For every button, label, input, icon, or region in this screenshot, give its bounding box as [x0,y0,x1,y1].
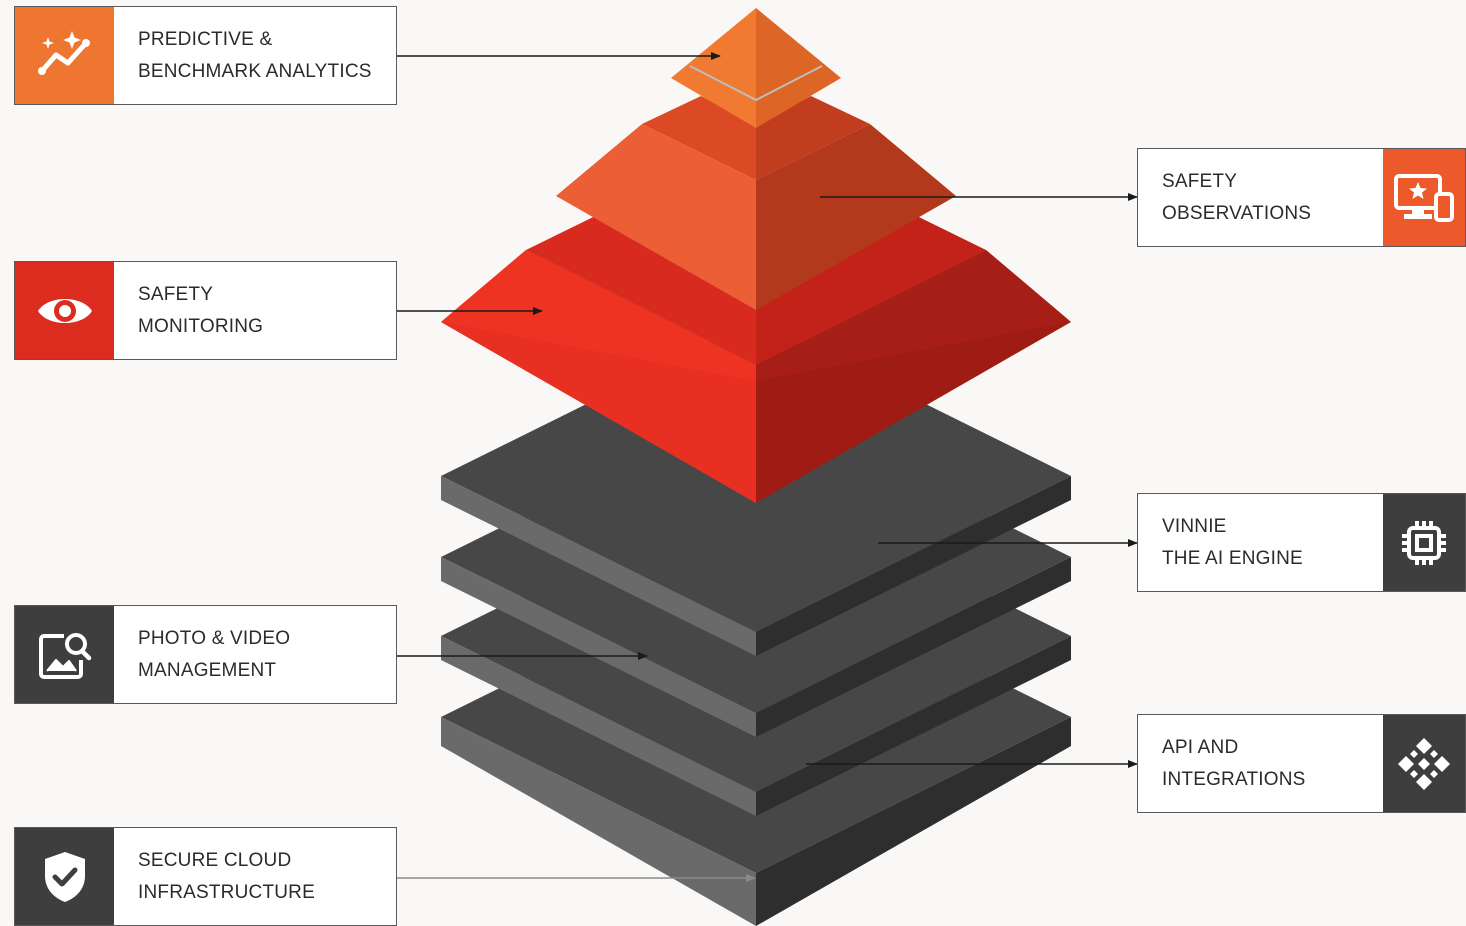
card-label-line1: SAFETY [138,283,214,305]
card-label-line2: MANAGEMENT [138,659,277,681]
chip-icon [1402,520,1446,565]
card-predictive-analytics: PREDICTIVE & BENCHMARK ANALYTICS [14,6,397,105]
card-icon-box [1383,149,1465,246]
eye-icon [37,298,92,323]
card-vinnie-ai-engine: VINNIE THE AI ENGINE [1137,493,1466,592]
card-label: SECURE CLOUD INFRASTRUCTURE [114,828,315,925]
card-label-line1: SAFETY [1162,170,1238,192]
card-label-line2: MONITORING [138,315,264,337]
card-label: API AND INTEGRATIONS [1138,715,1383,812]
card-label: PHOTO & VIDEO MANAGEMENT [114,606,290,703]
card-icon-box [15,606,114,703]
tier-predictive-analytics [671,8,841,128]
card-label: SAFETY OBSERVATIONS [1138,149,1383,246]
image-search-icon [38,632,91,679]
card-api-integrations: API AND INTEGRATIONS [1137,714,1466,813]
card-icon-box [15,7,114,104]
card-icon-box [1383,494,1465,591]
card-photo-video: PHOTO & VIDEO MANAGEMENT [14,605,397,704]
connector-arrows [397,52,1138,882]
card-label: SAFETY MONITORING [114,262,263,359]
monitor-star-icon [1394,173,1454,222]
card-icon-box [15,828,114,925]
tier-safety-observations [556,96,956,310]
card-label-line1: PHOTO & VIDEO [138,627,291,649]
card-safety-observations: SAFETY OBSERVATIONS [1137,148,1466,247]
api-diamonds-icon [1398,737,1450,790]
card-label-line2: OBSERVATIONS [1162,202,1312,224]
sparkle-trend-icon [37,30,90,75]
card-icon-box [15,262,114,359]
card-secure-cloud: SECURE CLOUD INFRASTRUCTURE [14,827,397,926]
card-label-line2: THE AI ENGINE [1162,547,1303,569]
card-safety-monitoring: SAFETY MONITORING [14,261,397,360]
card-label-line2: INFRASTRUCTURE [138,881,315,903]
card-label: VINNIE THE AI ENGINE [1138,494,1383,591]
card-icon-box [1383,715,1465,812]
card-label-line1: VINNIE [1162,515,1227,537]
shield-check-icon [44,851,85,902]
card-label-line2: INTEGRATIONS [1162,768,1306,790]
card-label-line1: PREDICTIVE & [138,28,273,50]
card-label-line1: SECURE CLOUD [138,849,292,871]
card-label-line2: BENCHMARK ANALYTICS [138,60,372,82]
card-label: PREDICTIVE & BENCHMARK ANALYTICS [114,7,372,104]
card-label-line1: API AND [1162,736,1239,758]
